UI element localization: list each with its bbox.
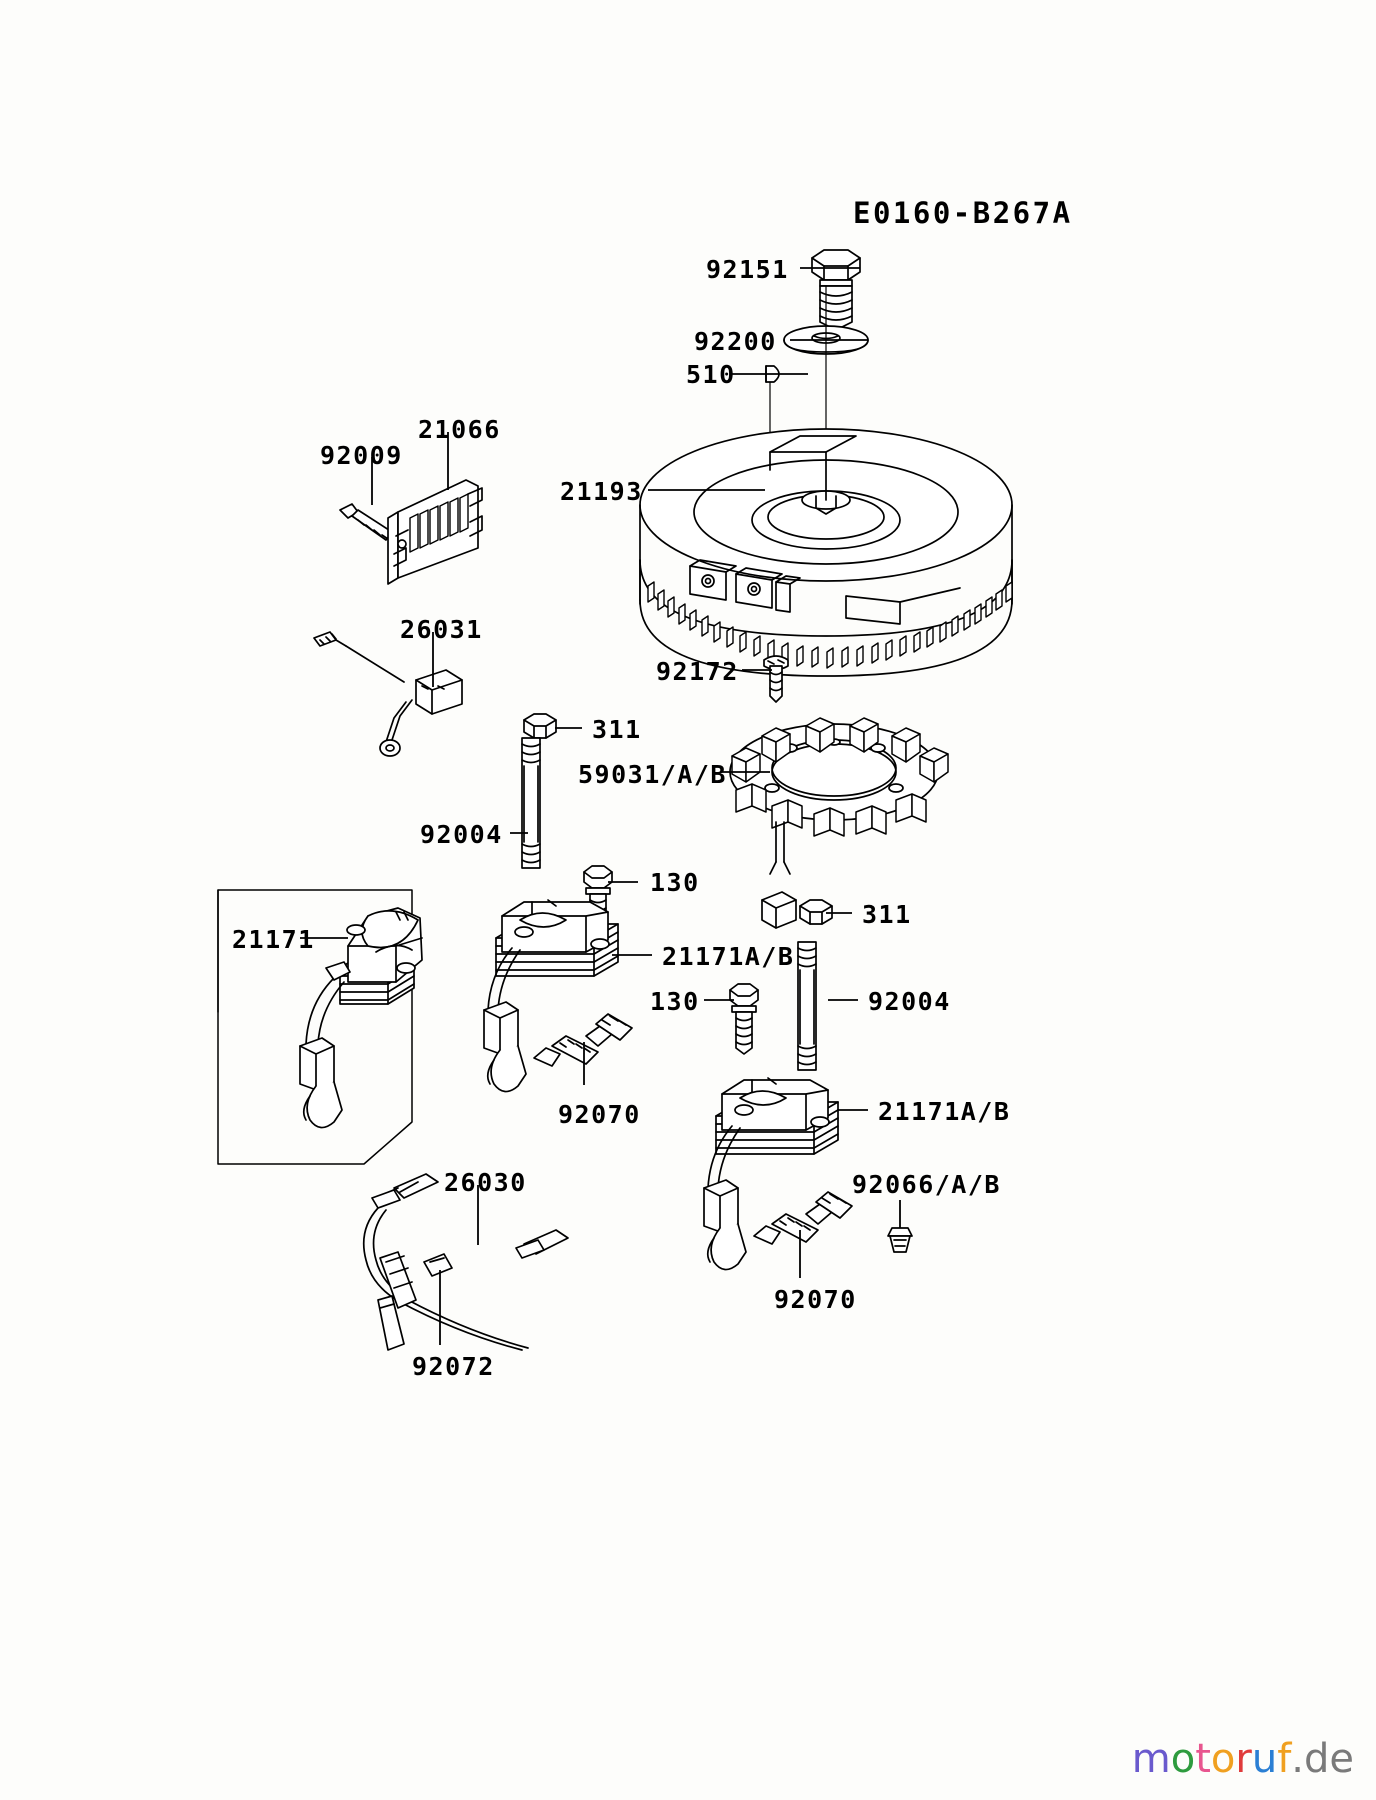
part-bolt-130-right <box>729 983 759 1055</box>
part-regulator-21066 <box>387 479 483 585</box>
part-label-stator-coil: 59031/A/B <box>578 760 727 789</box>
part-label-plug-blind: 92066/A/B <box>852 1170 1001 1199</box>
part-ignition-coil-left <box>483 899 619 1093</box>
part-lead-26031 <box>313 631 463 757</box>
part-stud-92004-left <box>521 737 541 869</box>
part-label-bolt-flange: 92151 <box>706 255 789 284</box>
part-label-ignition-coil-left: 21171A/B <box>662 942 795 971</box>
part-label-regulator-rectifier: 21066 <box>418 415 501 444</box>
part-label-nut-hex-top: 311 <box>592 715 642 744</box>
part-label-band-clamp: 92072 <box>412 1352 495 1381</box>
part-plug-92066 <box>887 1227 913 1253</box>
part-label-flywheel: 21193 <box>560 477 643 506</box>
part-spark-plug-lower <box>753 1191 853 1245</box>
watermark-motoruf: motoruf.de <box>1131 1736 1354 1782</box>
part-stator-59031 <box>729 717 949 929</box>
part-bolt-92151 <box>811 249 861 331</box>
part-label-screw-pan: 92172 <box>656 657 739 686</box>
part-label-bolt-flange-left: 130 <box>650 868 700 897</box>
inset-box-21171 <box>217 889 413 1165</box>
drawing-number: E0160-B267A <box>853 196 1073 230</box>
leader-lines <box>300 267 901 1345</box>
part-ignition-coil-right <box>703 1077 839 1271</box>
part-screw-92172 <box>763 655 789 703</box>
part-flywheel-21193 <box>639 428 1013 677</box>
part-harness-26030 <box>362 1173 569 1351</box>
part-label-screw: 92009 <box>320 441 403 470</box>
part-spark-plug-upper <box>533 1013 633 1067</box>
part-nut-311-lower <box>799 899 833 925</box>
part-label-ignition-coil-right: 21171A/B <box>878 1097 1011 1126</box>
part-label-harness-wire: 26030 <box>444 1168 527 1197</box>
part-label-spark-plug-upper: 92070 <box>558 1100 641 1129</box>
part-label-washer-plain: 92200 <box>694 327 777 356</box>
part-label-stud-bolt-left: 92004 <box>420 820 503 849</box>
part-label-ignition-coil-inset: 21171 <box>232 925 315 954</box>
part-label-key-woodruff: 510 <box>686 360 736 389</box>
part-stud-92004-right <box>797 941 817 1071</box>
part-label-nut-hex-right: 311 <box>862 900 912 929</box>
part-label-spark-plug-lower: 92070 <box>774 1285 857 1314</box>
part-nut-311-upper <box>523 713 557 739</box>
part-label-bolt-flange-right: 130 <box>650 987 700 1016</box>
part-label-harness-lead: 26031 <box>400 615 483 644</box>
part-screw-92009 <box>339 503 393 541</box>
part-label-stud-bolt-right: 92004 <box>868 987 951 1016</box>
part-ignition-coil-inset <box>299 907 423 1129</box>
